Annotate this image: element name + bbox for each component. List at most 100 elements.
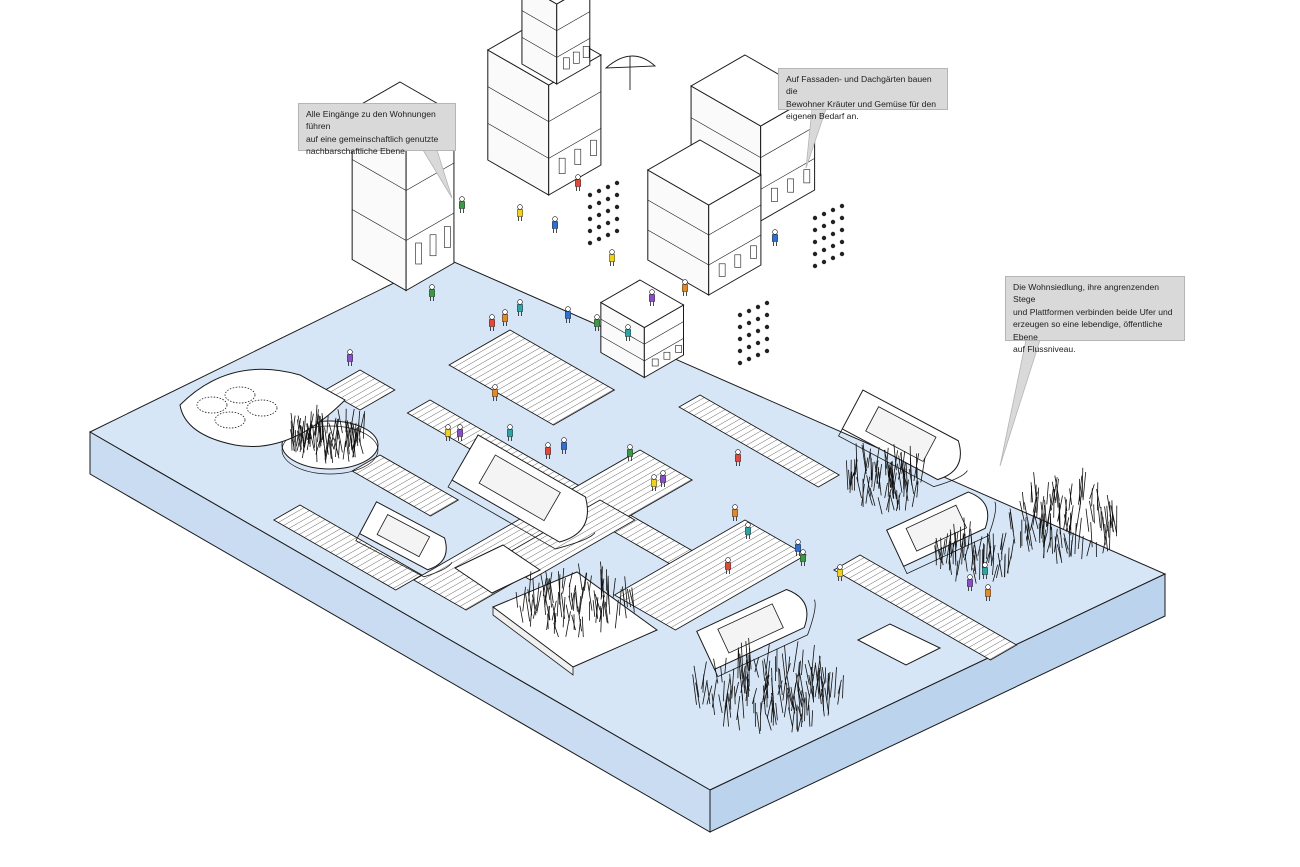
deck-plank: [808, 469, 830, 482]
reed: [992, 558, 995, 576]
facade-garden-grids: [587, 180, 845, 366]
reed: [1038, 523, 1041, 544]
reed: [775, 702, 778, 721]
reed: [358, 422, 361, 443]
facade-plant: [587, 228, 593, 234]
reed: [1022, 491, 1025, 510]
person-head: [565, 306, 571, 312]
facade-plant: [614, 228, 620, 234]
reed: [607, 575, 610, 605]
reed: [950, 540, 956, 558]
facade-plant: [746, 308, 752, 314]
person-figure: [649, 289, 656, 307]
reed: [796, 704, 798, 732]
floor-line: [405, 162, 455, 191]
reed: [886, 447, 889, 469]
window: [771, 187, 778, 202]
houseboat-east: [837, 389, 968, 488]
reed: [797, 688, 802, 706]
person-body: [575, 179, 582, 187]
facade-plant: [605, 184, 611, 190]
reed: [1106, 494, 1112, 521]
hull-side: [903, 501, 997, 575]
reed: [734, 686, 736, 705]
reed: [352, 432, 358, 458]
reed: [808, 704, 811, 727]
reed: [356, 428, 359, 443]
reed: [997, 552, 1003, 578]
deck-plank: [937, 614, 964, 630]
deck-plank: [299, 519, 326, 535]
person-figure: [725, 557, 732, 575]
deck-plank: [623, 525, 755, 601]
deck-plank: [662, 546, 685, 560]
reed: [528, 571, 532, 602]
callout-settlement: Die Wohnsiedlung, ihre angrenzenden Steg…: [1005, 276, 1185, 354]
deck-7: [448, 329, 616, 426]
window: [429, 234, 437, 257]
deck-plank: [874, 578, 901, 594]
person-body: [725, 562, 732, 570]
person-figure: [682, 279, 689, 297]
reed: [318, 426, 322, 443]
deck-plank: [510, 365, 572, 401]
facade-plant: [755, 352, 761, 358]
facade-plant: [830, 219, 836, 225]
reed: [562, 577, 566, 594]
reed: [788, 707, 793, 727]
reed: [837, 679, 842, 694]
reed: [916, 481, 919, 498]
reed: [1007, 547, 1010, 574]
facade-plant: [596, 224, 602, 230]
reed: [549, 580, 554, 603]
reed: [964, 542, 970, 561]
deck-plank: [704, 409, 726, 422]
deck-plank: [387, 475, 416, 492]
reed: [1063, 514, 1069, 531]
reed: [695, 682, 701, 709]
deck-plank: [542, 383, 604, 419]
reed: [692, 674, 697, 705]
person-figure: [735, 449, 742, 467]
facade-plant: [737, 324, 743, 330]
facade-plant: [839, 239, 845, 245]
person-figure: [445, 424, 452, 442]
reed: [1030, 482, 1033, 503]
person-body: [609, 254, 616, 262]
reed: [1090, 522, 1093, 548]
reed: [571, 614, 576, 631]
window: [803, 169, 811, 184]
deck-plank: [355, 387, 391, 408]
facade-plant: [755, 304, 761, 310]
reed: [877, 468, 882, 496]
facade-plant: [746, 320, 752, 326]
reed: [290, 429, 295, 452]
floor-line: [352, 159, 407, 191]
person-figure: [594, 314, 601, 332]
reed-cluster-square: [515, 561, 635, 638]
reed: [326, 415, 329, 434]
deck-plank: [304, 522, 331, 538]
facade-plant: [812, 239, 818, 245]
reed: [338, 440, 340, 456]
reed: [913, 453, 920, 481]
reed: [996, 560, 1001, 578]
person-body: [517, 209, 524, 217]
facade-plant: [737, 360, 743, 366]
reed: [604, 601, 609, 624]
reed: [849, 472, 852, 493]
reed: [592, 600, 596, 617]
reed: [989, 534, 993, 564]
deck-plank: [334, 375, 370, 396]
reed: [1097, 499, 1101, 528]
cabin: [478, 454, 561, 522]
reed: [549, 572, 553, 590]
floor-line: [708, 234, 762, 266]
person-body: [660, 475, 667, 483]
reed: [536, 590, 542, 614]
reed: [1081, 535, 1084, 560]
reed: [319, 416, 321, 448]
deck-plank: [906, 596, 933, 612]
reed: [1096, 488, 1101, 509]
reed: [540, 573, 545, 592]
